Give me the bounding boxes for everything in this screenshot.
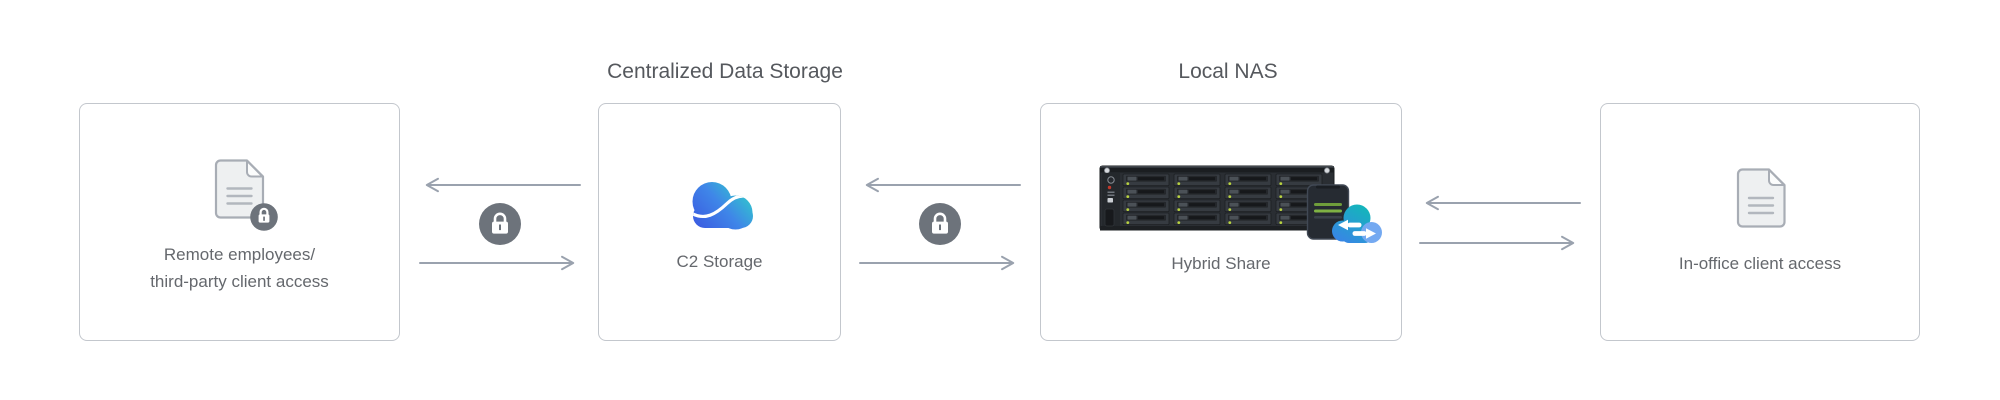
node-hybrid-share: Hybrid Share bbox=[1040, 103, 1402, 341]
cloud-sync-icon bbox=[1332, 204, 1382, 243]
encryption-lock-icon bbox=[919, 203, 961, 245]
node-label-office: In-office client access bbox=[1678, 254, 1842, 273]
arrow-left-icon bbox=[1425, 195, 1581, 211]
arrow-left-icon bbox=[865, 177, 1021, 193]
arrow-right-icon bbox=[419, 255, 575, 271]
c2-storage-cloud-logo bbox=[692, 182, 753, 230]
node-label-c2: C2 Storage bbox=[676, 252, 763, 271]
arrow-left-icon bbox=[425, 177, 581, 193]
encryption-lock-icon bbox=[479, 203, 521, 245]
heading-centralized-data-storage: Centralized Data Storage bbox=[607, 60, 843, 83]
node-in-office-access: In-office client access bbox=[1600, 103, 1920, 341]
nas-rackmount-image bbox=[1099, 165, 1335, 231]
arrow-right-icon bbox=[1419, 235, 1575, 251]
document-icon bbox=[1736, 168, 1786, 228]
node-remote-access: Remote employees/ third-party client acc… bbox=[79, 103, 400, 341]
node-c2-storage: C2 Storage bbox=[598, 103, 841, 341]
node-label-hybrid: Hybrid Share bbox=[1171, 254, 1271, 273]
heading-local-nas: Local NAS bbox=[1178, 60, 1278, 83]
node-label-remote: Remote employees/ third-party client acc… bbox=[150, 245, 329, 291]
arrow-right-icon bbox=[859, 255, 1015, 271]
document-lock-icon bbox=[214, 159, 278, 231]
